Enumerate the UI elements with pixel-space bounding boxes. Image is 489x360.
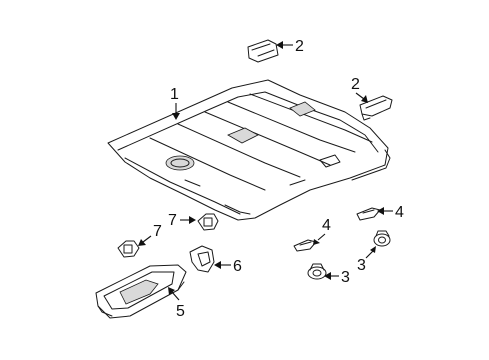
- headliner-part-1: [107, 79, 391, 221]
- bracket-part-6: [189, 245, 215, 273]
- grommet-part-3b: [373, 230, 391, 247]
- callout-1-group: 1: [170, 86, 180, 120]
- bracket-part-7a: [197, 213, 219, 231]
- callout-7b: 7: [153, 223, 162, 240]
- grommet-part-3a: [307, 263, 327, 280]
- callout-2a: 2: [295, 38, 304, 55]
- arrowhead-3a: [324, 272, 331, 280]
- arrowhead-2a: [276, 41, 283, 49]
- callout-4a: 4: [395, 204, 404, 221]
- callout-3a-group: 3: [324, 269, 350, 286]
- callout-5-group: 5: [168, 287, 185, 320]
- bracket-part-7b: [117, 240, 140, 258]
- callout-4b-group: 4: [313, 217, 331, 245]
- clip-part-2b: [359, 95, 393, 121]
- arrowhead-1: [172, 113, 180, 120]
- leader-line-5: [171, 291, 180, 301]
- callout-7a-group: 7: [168, 212, 196, 229]
- leader-line-3b: [365, 250, 374, 259]
- callout-3a: 3: [341, 269, 350, 286]
- arrowhead-7a: [189, 216, 196, 224]
- callout-7b-group: 7: [138, 223, 162, 246]
- arrowhead-4b: [313, 239, 320, 245]
- leader-line-2b: [355, 92, 365, 100]
- console-part-5: [95, 264, 187, 319]
- arrowhead-6: [214, 261, 221, 269]
- leader-line-4b: [317, 233, 326, 241]
- arrowhead-7b: [138, 239, 146, 246]
- arrowhead-5: [168, 287, 175, 295]
- callout-6: 6: [233, 258, 242, 275]
- callout-3b: 3: [357, 257, 366, 274]
- callout-3b-group: 3: [357, 246, 376, 274]
- callout-6-group: 6: [214, 258, 242, 275]
- clip-part-2a: [247, 39, 279, 63]
- arrowhead-3b: [370, 246, 376, 253]
- callout-4a-group: 4: [377, 204, 404, 221]
- retainer-part-4b: [293, 239, 317, 252]
- callout-2b: 2: [351, 76, 360, 93]
- callout-1: 1: [170, 86, 179, 103]
- arrowhead-2b: [361, 95, 368, 103]
- leader-line-7b: [142, 235, 152, 243]
- arrowhead-4a: [377, 207, 384, 215]
- retainer-part-4a: [356, 207, 381, 221]
- callout-7a: 7: [168, 212, 177, 229]
- callout-2a-group: 2: [276, 38, 304, 55]
- callout-4b: 4: [322, 217, 331, 234]
- callout-5: 5: [176, 303, 185, 320]
- callout-2b-group: 2: [351, 76, 368, 103]
